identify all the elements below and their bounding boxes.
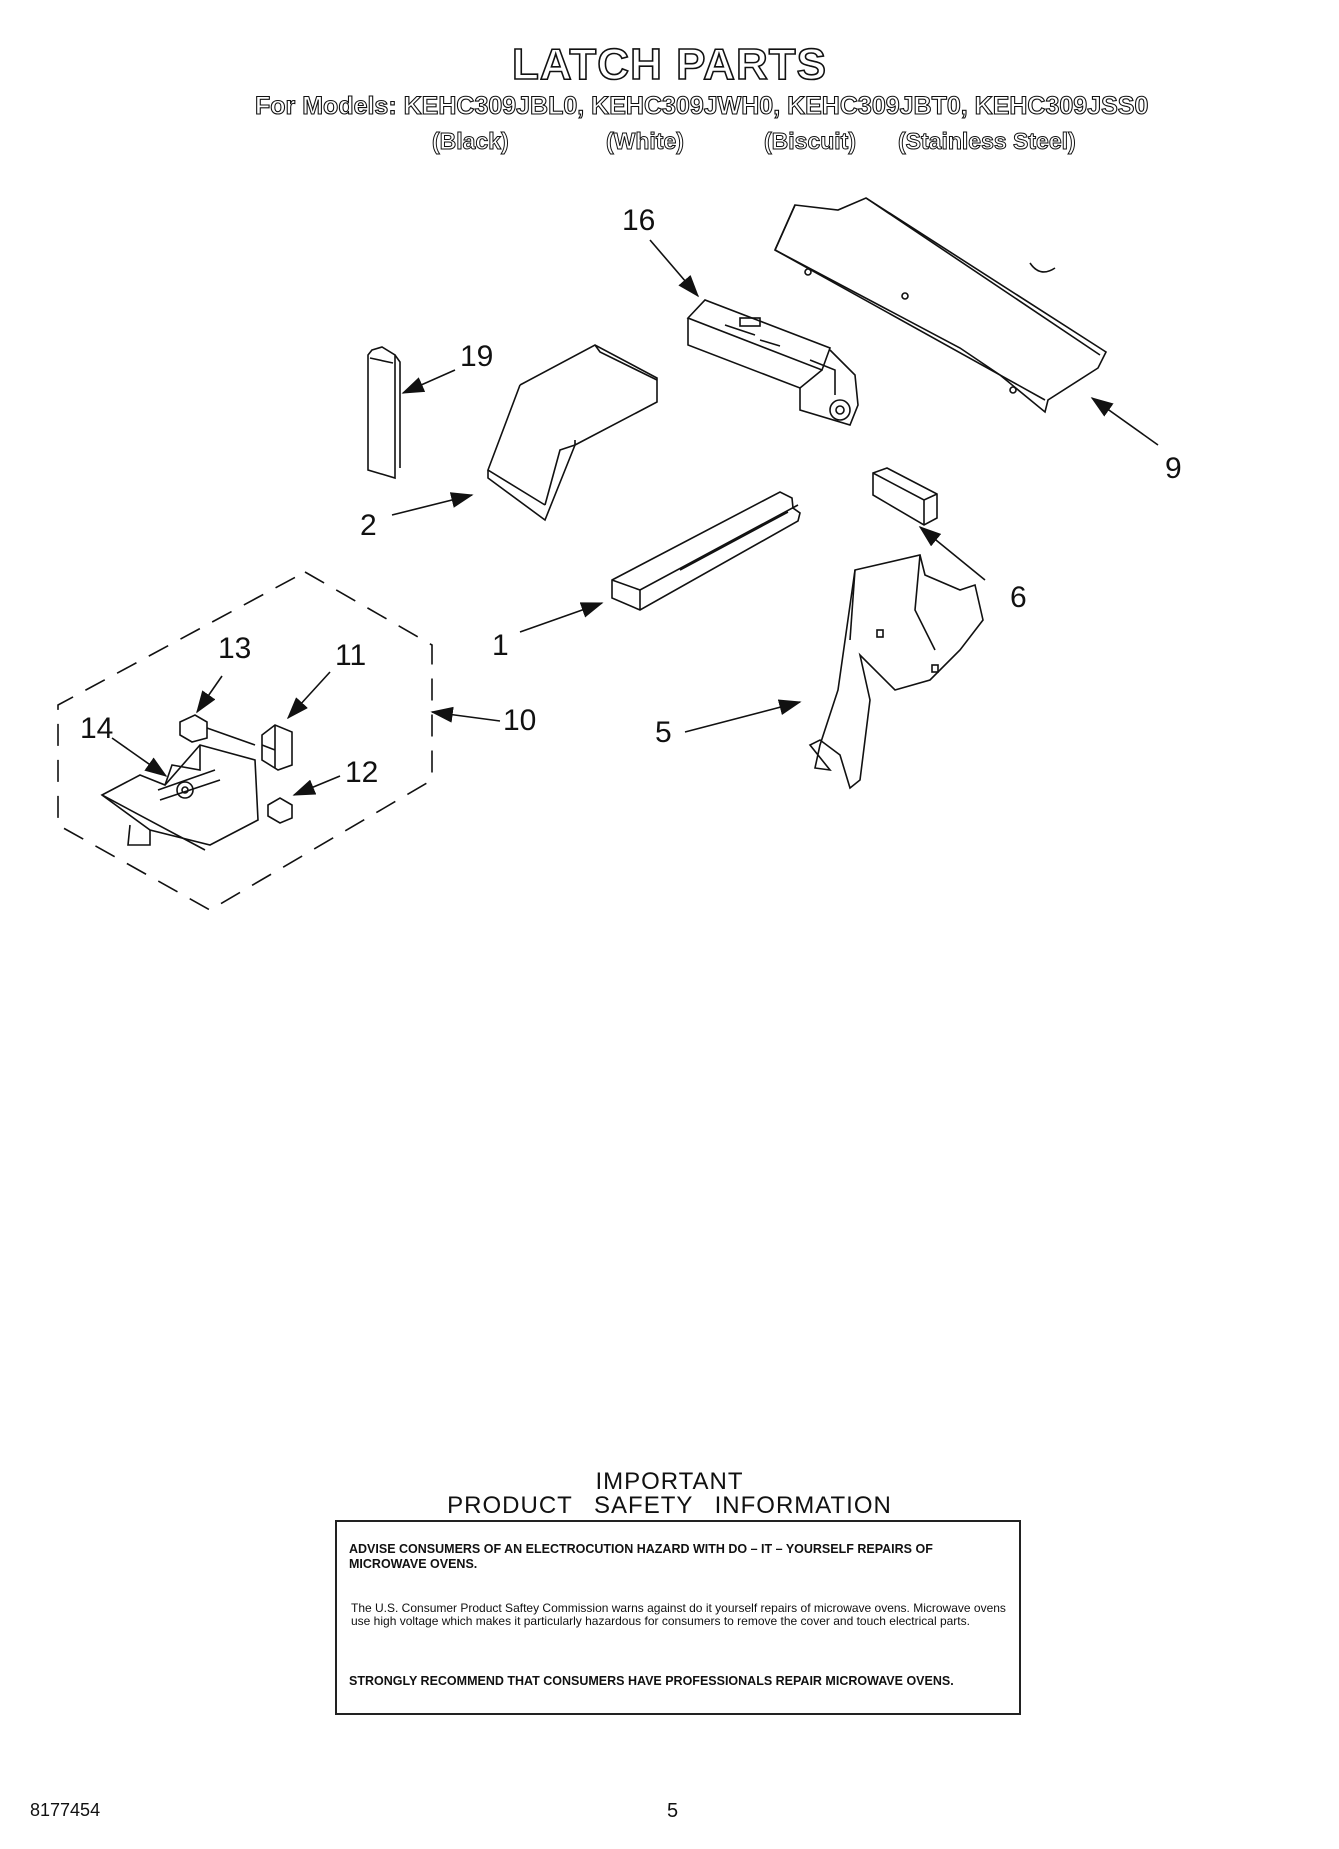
- callout-11: 11: [335, 639, 366, 672]
- color-white-label: (White): [606, 128, 685, 155]
- callout-5: 5: [655, 716, 672, 749]
- part-19-strip: [367, 346, 401, 480]
- part-2-cover: [487, 344, 658, 522]
- color-stainless-label: (Stainless Steel): [898, 128, 1077, 155]
- part-10-switch-bracket: [100, 744, 259, 851]
- part-11-switch: [261, 724, 293, 771]
- page-title: LATCH PARTS: [511, 39, 827, 90]
- color-black-label: (Black): [432, 128, 510, 155]
- advise-text: ADVISE CONSUMERS OF AN ELECTROCUTION HAZ…: [349, 1542, 933, 1571]
- callout-14: 14: [80, 712, 113, 745]
- callout-1: 1: [492, 629, 509, 662]
- recommend-text: STRONGLY RECOMMEND THAT CONSUMERS HAVE P…: [349, 1674, 954, 1688]
- part-number: 8177454: [30, 1800, 101, 1820]
- safety-info-box: ADVISE CONSUMERS OF AN ELECTROCUTION HAZ…: [335, 1520, 1021, 1715]
- part-6-block: [872, 467, 938, 526]
- color-biscuit-label: (Biscuit): [764, 128, 857, 155]
- callout-13: 13: [218, 632, 251, 665]
- page-number: 5: [667, 1800, 679, 1822]
- part-16-latch-assembly: [686, 299, 859, 426]
- callout-2: 2: [360, 509, 377, 542]
- callout-12: 12: [345, 756, 378, 789]
- part-9-bracket: [773, 197, 1108, 414]
- part-1-strip: [611, 491, 801, 611]
- callout-19: 19: [460, 340, 493, 373]
- models-line: For Models: KEHC309JBL0, KEHC309JWH0, KE…: [254, 91, 1149, 120]
- part-10-dashed-outline: [57, 571, 433, 911]
- commission-warning-text: The U.S. Consumer Product Saftey Commiss…: [351, 1601, 1006, 1628]
- exploded-parts-diagram: 16 19 2 1 6 9 5 10 13 11 12 14: [57, 197, 1182, 911]
- callout-6: 6: [1010, 581, 1027, 614]
- callout-9: 9: [1165, 452, 1182, 485]
- part-12-switch: [267, 797, 293, 824]
- callout-16: 16: [622, 204, 655, 237]
- important-heading: IMPORTANT: [595, 1468, 744, 1495]
- safety-info-heading: PRODUCT SAFETY INFORMATION: [447, 1492, 892, 1519]
- part-5-bracket: [808, 554, 984, 790]
- callout-10: 10: [503, 704, 536, 737]
- part-13-switch: [179, 714, 256, 746]
